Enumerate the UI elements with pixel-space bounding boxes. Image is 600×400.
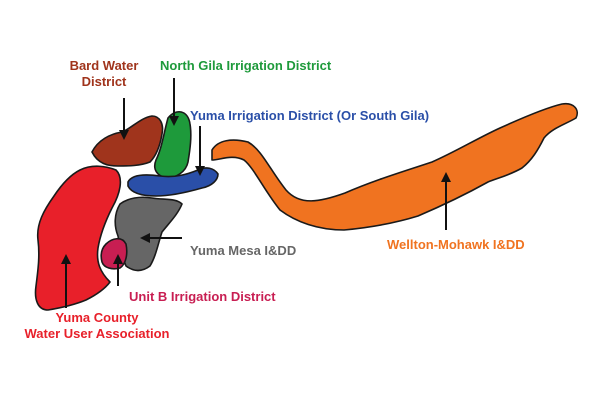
label-line: Unit B Irrigation District — [129, 289, 276, 304]
arrowhead-yuma-id — [195, 166, 205, 176]
arrowhead-yuma-county — [61, 254, 71, 264]
pointer-arrows — [61, 78, 451, 308]
region-unit-b — [100, 237, 128, 270]
label-yuma-county-water-user-association: Yuma County Water User Association — [12, 310, 182, 342]
label-unit-b-irrigation-district: Unit B Irrigation District — [129, 289, 276, 305]
region-yuma-county — [34, 165, 122, 311]
label-yuma-mesa: Yuma Mesa I&DD — [190, 243, 296, 259]
arrowhead-unit-b — [113, 254, 123, 264]
label-bard-water-district: Bard Water District — [56, 58, 152, 90]
region-wellton-mohawk — [211, 102, 578, 231]
arrowhead-bard — [119, 130, 129, 140]
label-yuma-irrigation-district: Yuma Irrigation District (Or South Gila) — [190, 108, 429, 124]
label-line: Yuma Mesa I&DD — [190, 243, 297, 258]
label-line: Yuma County — [55, 310, 139, 325]
region-north-gila — [153, 111, 192, 179]
label-line: District — [81, 74, 127, 89]
arrowhead-north-gila — [169, 116, 179, 126]
label-line: North Gila Irrigation District — [160, 58, 332, 73]
label-line: Yuma Irrigation District (Or South Gila) — [190, 108, 430, 123]
label-line: Wellton-Mohawk I&DD — [387, 237, 525, 252]
region-yuma-id — [127, 167, 219, 197]
region-bard — [91, 115, 164, 167]
label-north-gila-irrigation-district: North Gila Irrigation District — [160, 58, 331, 74]
label-wellton-mohawk: Wellton-Mohawk I&DD — [387, 237, 525, 253]
arrowhead-yuma-mesa — [140, 233, 150, 243]
arrowhead-wellton-mohawk — [441, 172, 451, 182]
label-line: Bard Water — [69, 58, 139, 73]
label-line: Water User Association — [24, 326, 170, 341]
